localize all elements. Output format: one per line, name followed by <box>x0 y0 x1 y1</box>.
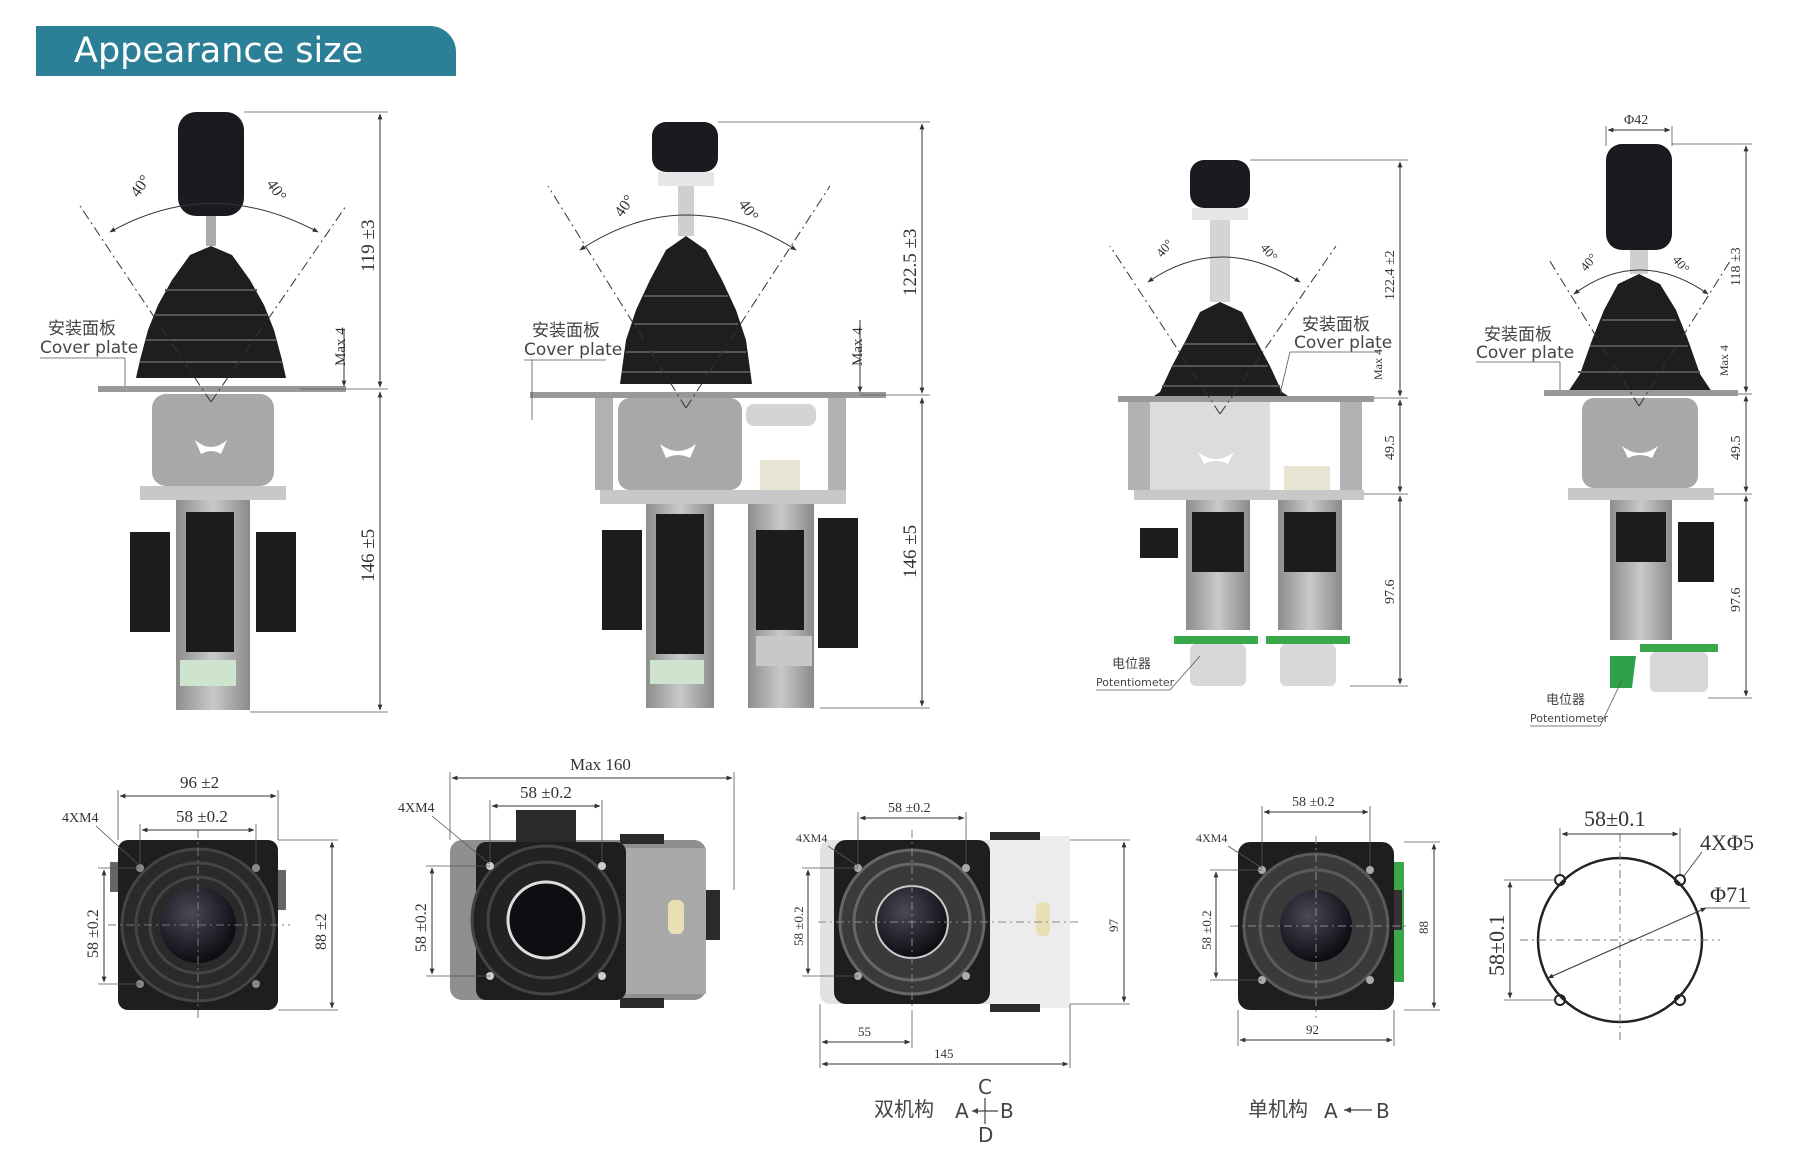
v2-cover-en: Cover plate <box>524 340 622 360</box>
t3-right-h: 97 <box>1106 919 1121 933</box>
v1-angle-right: 40° <box>263 177 290 205</box>
caption-dual-a: A <box>955 1099 969 1123</box>
v3-cover-cn: 安装面板 <box>1302 315 1370 335</box>
front-view-4: 40° 40° Φ42 118 ±3 49.5 97.6 Max 4 安装面板 … <box>1476 113 1752 727</box>
panel-cutout: 58±0.1 58±0.1 4XΦ5 Φ71 <box>1484 806 1754 1040</box>
v4-pot-en: Potentiometer <box>1530 712 1609 725</box>
t3-w145: 145 <box>934 1046 954 1061</box>
v4-top-dim: 118 ±3 <box>1729 247 1744 286</box>
caption-single: 单机构 <box>1248 1097 1308 1121</box>
v2-max: Max 4 <box>850 327 866 366</box>
v3-pot-en: Potentiometer <box>1096 676 1175 689</box>
t2-left-h: 58 ±0.2 <box>413 903 430 952</box>
top-view-4: 58 ±0.2 58 ±0.2 88 92 4XM4 <box>1196 795 1440 1046</box>
v3-bottom-dim: 97.6 <box>1383 580 1398 605</box>
t4-inner-w: 58 ±0.2 <box>1292 795 1335 810</box>
cutout-width: 58±0.1 <box>1584 806 1646 831</box>
v3-max: Max 4 <box>1371 349 1385 380</box>
t1-outer-w: 96 ±2 <box>180 773 219 792</box>
v4-angle-left: 40° <box>1577 250 1600 274</box>
v3-top-dim: 122.4 ±2 <box>1383 250 1398 300</box>
front-view-1: 40° 40° 119 ±3 146 ±5 Max 4 安装面板 Cover p… <box>40 111 388 713</box>
t4-holes: 4XM4 <box>1196 831 1227 845</box>
t1-left-h: 58 ±0.2 <box>85 909 102 958</box>
v1-cover-cn: 安装面板 <box>48 319 116 339</box>
v2-cover-cn: 安装面板 <box>532 321 600 341</box>
front-view-2: 40° 40° 122.5 ±3 146 ±5 Max 4 安装面板 Cover… <box>524 121 930 709</box>
t4-right-h: 88 <box>1416 921 1431 934</box>
v4-angle-right: 40° <box>1670 252 1693 276</box>
v3-cover-en: Cover plate <box>1294 333 1392 353</box>
t3-inner-w: 58 ±0.2 <box>888 801 931 816</box>
top-view-3: 58 ±0.2 58 ±0.2 97 55 145 4XM4 <box>791 801 1130 1068</box>
v4-top-width: Φ42 <box>1624 113 1648 128</box>
v1-cover-en: Cover plate <box>40 338 138 358</box>
caption-single-b: B <box>1376 1099 1390 1123</box>
t4-left-h: 58 ±0.2 <box>1199 910 1214 950</box>
v2-angle-left: 40° <box>611 192 638 220</box>
v3-mid-dim: 49.5 <box>1383 436 1398 461</box>
t1-holes: 4XM4 <box>62 811 99 826</box>
t1-inner-w: 58 ±0.2 <box>176 807 228 826</box>
v4-bottom-dim: 97.6 <box>1729 588 1744 613</box>
v3-angle-left: 40° <box>1153 236 1176 260</box>
front-view-3: 40° 40° 122.4 ±2 49.5 97.6 Max 4 安装面板 Co… <box>1096 159 1408 691</box>
caption-dual: 双机构 <box>874 1097 934 1121</box>
caption-dual-b: B <box>1000 1099 1014 1123</box>
top-view-2: Max 160 58 ±0.2 58 ±0.2 4XM4 <box>398 755 735 1008</box>
v1-top-dim: 119 ±3 <box>358 220 379 272</box>
caption-dual-mechanism: 双机构 A B C D <box>874 1075 1014 1147</box>
v4-max: Max 4 <box>1717 345 1731 376</box>
t3-left-h: 58 ±0.2 <box>791 906 806 946</box>
v1-bottom-dim: 146 ±5 <box>358 529 379 582</box>
v4-cover-cn: 安装面板 <box>1484 325 1552 345</box>
t2-holes: 4XM4 <box>398 801 435 816</box>
caption-dual-d: D <box>978 1123 993 1147</box>
v3-pot-cn: 电位器 <box>1112 657 1151 672</box>
cutout-holes: 4XΦ5 <box>1700 830 1754 855</box>
v2-top-dim: 122.5 ±3 <box>900 229 921 296</box>
t2-inner-w: 58 ±0.2 <box>520 783 572 802</box>
cutout-height: 58±0.1 <box>1484 914 1509 976</box>
v1-max: Max 4 <box>333 327 349 366</box>
cutout-diameter: Φ71 <box>1710 882 1748 907</box>
v4-mid-dim: 49.5 <box>1729 436 1744 461</box>
top-view-1: 96 ±2 58 ±0.2 58 ±0.2 88 ±2 4XM4 <box>62 773 338 1020</box>
t2-max-w: Max 160 <box>570 755 631 774</box>
t4-bottom-w: 92 <box>1306 1022 1319 1037</box>
caption-dual-c: C <box>978 1075 992 1099</box>
t3-holes: 4XM4 <box>796 831 827 845</box>
caption-single-mechanism: 单机构 A B <box>1248 1097 1390 1123</box>
v2-angle-right: 40° <box>735 197 762 225</box>
t3-w55: 55 <box>858 1024 871 1039</box>
page-title: Appearance size <box>74 31 364 71</box>
header-banner: Appearance size <box>36 26 456 76</box>
v4-cover-en: Cover plate <box>1476 343 1574 363</box>
t1-right-h: 88 ±2 <box>313 913 330 950</box>
caption-single-a: A <box>1324 1099 1338 1123</box>
v1-angle-left: 40° <box>127 172 154 200</box>
v3-angle-right: 40° <box>1258 240 1281 264</box>
v2-bottom-dim: 146 ±5 <box>900 525 921 578</box>
v4-pot-cn: 电位器 <box>1546 693 1585 708</box>
